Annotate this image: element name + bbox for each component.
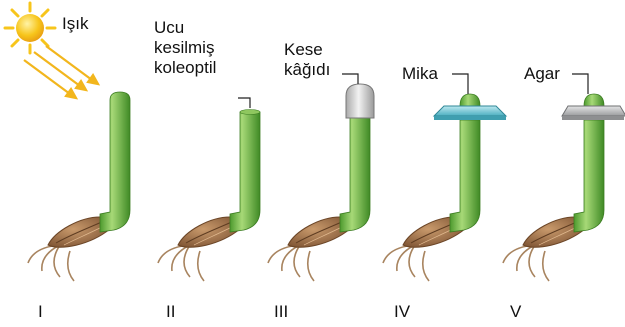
numeral-4: IV [394, 302, 410, 322]
numeral-5: V [510, 302, 521, 322]
plant-2 [158, 110, 260, 282]
plant-4 [383, 94, 480, 281]
plant-1 [28, 92, 130, 281]
cut-tip-label-line1: Ucu [154, 18, 216, 38]
light-rays [24, 46, 98, 98]
plant-3 [268, 112, 370, 281]
agar-block [562, 106, 625, 120]
agar-pointer [572, 74, 588, 94]
paper-label: Kese kâğıdı [284, 40, 330, 80]
cut-tip-pointer [238, 98, 250, 108]
paper-label-line2: kâğıdı [284, 60, 330, 80]
paper-label-line1: Kese [284, 40, 330, 60]
numeral-1: I [38, 302, 43, 322]
plant-5 [503, 94, 604, 281]
agar-label: Agar [524, 64, 560, 84]
cut-tip-label-line2: kesilmiş [154, 38, 216, 58]
light-label: Işık [62, 14, 88, 34]
mica-label: Mika [402, 64, 438, 84]
mica-pointer [452, 74, 468, 94]
paper-pointer [342, 74, 358, 84]
cut-tip-label: Ucu kesilmiş koleoptil [154, 18, 216, 78]
cut-tip-label-line3: koleoptil [154, 58, 216, 78]
mica-plate [434, 106, 506, 120]
paper-bag-cap [346, 84, 374, 118]
sun-icon [5, 3, 55, 53]
numeral-2: II [166, 302, 175, 322]
numeral-3: III [274, 302, 288, 322]
